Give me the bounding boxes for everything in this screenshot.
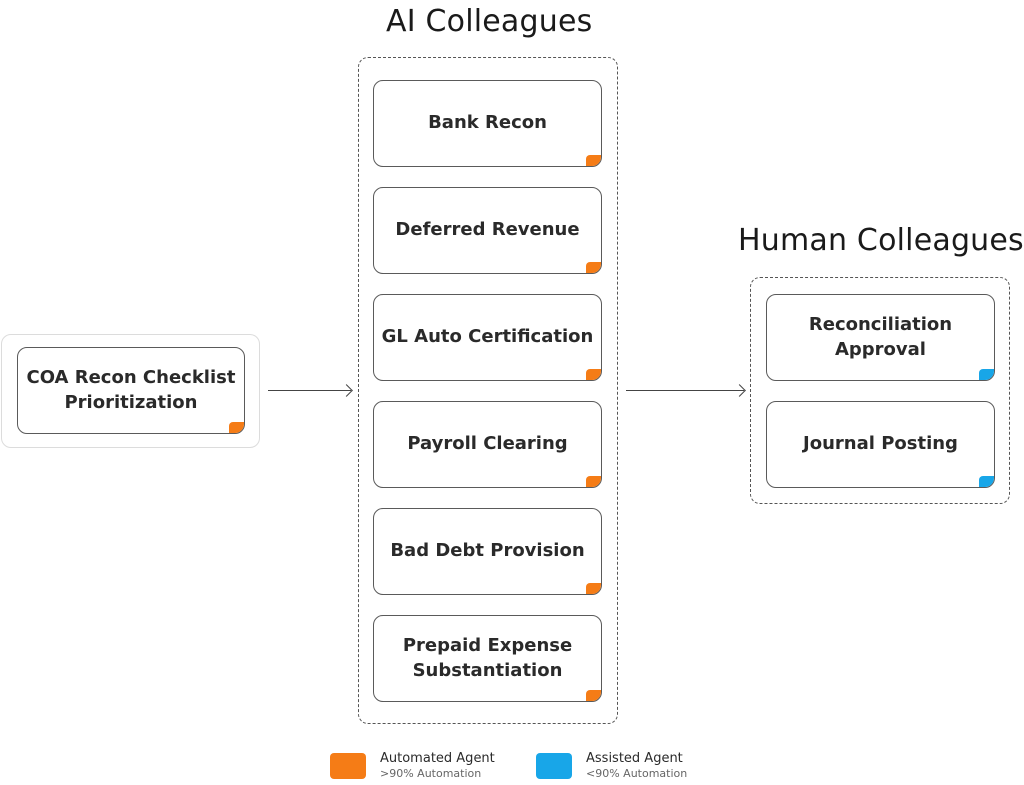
ai-colleagues-card[interactable]: Prepaid Expense Substantiation: [373, 615, 602, 702]
card-label: Deferred Revenue: [395, 219, 580, 241]
automated-agent-tag: [586, 262, 601, 273]
arrow-source-to-ai: [268, 384, 353, 398]
card-label: Bad Debt Provision: [390, 540, 585, 562]
automated-agent-tag: [586, 690, 601, 701]
card-label: GL Auto Certification: [381, 326, 594, 348]
legend-automated-title: Automated Agent: [380, 751, 495, 766]
human-colleagues-card[interactable]: Reconciliation Approval: [766, 294, 995, 381]
card-label: Prepaid Expense Substantiation: [402, 635, 573, 681]
automated-agent-tag: [586, 476, 601, 487]
ai-colleagues-card[interactable]: Bad Debt Provision: [373, 508, 602, 595]
human-colleagues-group: [750, 277, 1010, 504]
automated-agent-tag: [586, 369, 601, 380]
automated-agent-tag: [586, 583, 601, 594]
arrow-ai-to-human: [626, 384, 746, 398]
human-colleagues-heading: Human Colleagues: [738, 223, 1024, 258]
ai-colleagues-group: [358, 57, 618, 724]
source-card-label: COA Recon Checklist Prioritization: [26, 367, 236, 413]
ai-colleagues-card[interactable]: Bank Recon: [373, 80, 602, 167]
assisted-agent-swatch: [536, 753, 572, 779]
legend-assisted-subtitle: <90% Automation: [586, 767, 688, 780]
card-label: Bank Recon: [428, 112, 547, 134]
legend-automated-subtitle: >90% Automation: [380, 767, 482, 780]
ai-colleagues-card[interactable]: Payroll Clearing: [373, 401, 602, 488]
source-container: [1, 334, 260, 448]
ai-colleagues-card[interactable]: GL Auto Certification: [373, 294, 602, 381]
legend-assisted: Assisted Agent <90% Automation: [536, 751, 687, 781]
automated-agent-tag: [229, 422, 244, 433]
assisted-agent-tag: [979, 476, 994, 487]
automated-agent-tag: [586, 155, 601, 166]
card-label: Journal Posting: [803, 433, 958, 455]
legend-automated: Automated Agent >90% Automation: [330, 751, 495, 781]
automated-agent-swatch: [330, 753, 366, 779]
legend-assisted-title: Assisted Agent: [586, 751, 683, 766]
card-label: Payroll Clearing: [407, 433, 568, 455]
assisted-agent-tag: [979, 369, 994, 380]
human-colleagues-card[interactable]: Journal Posting: [766, 401, 995, 488]
ai-colleagues-card[interactable]: Deferred Revenue: [373, 187, 602, 274]
source-card[interactable]: COA Recon Checklist Prioritization: [17, 347, 245, 434]
ai-colleagues-heading: AI Colleagues: [386, 4, 593, 39]
card-label: Reconciliation Approval: [808, 314, 953, 360]
